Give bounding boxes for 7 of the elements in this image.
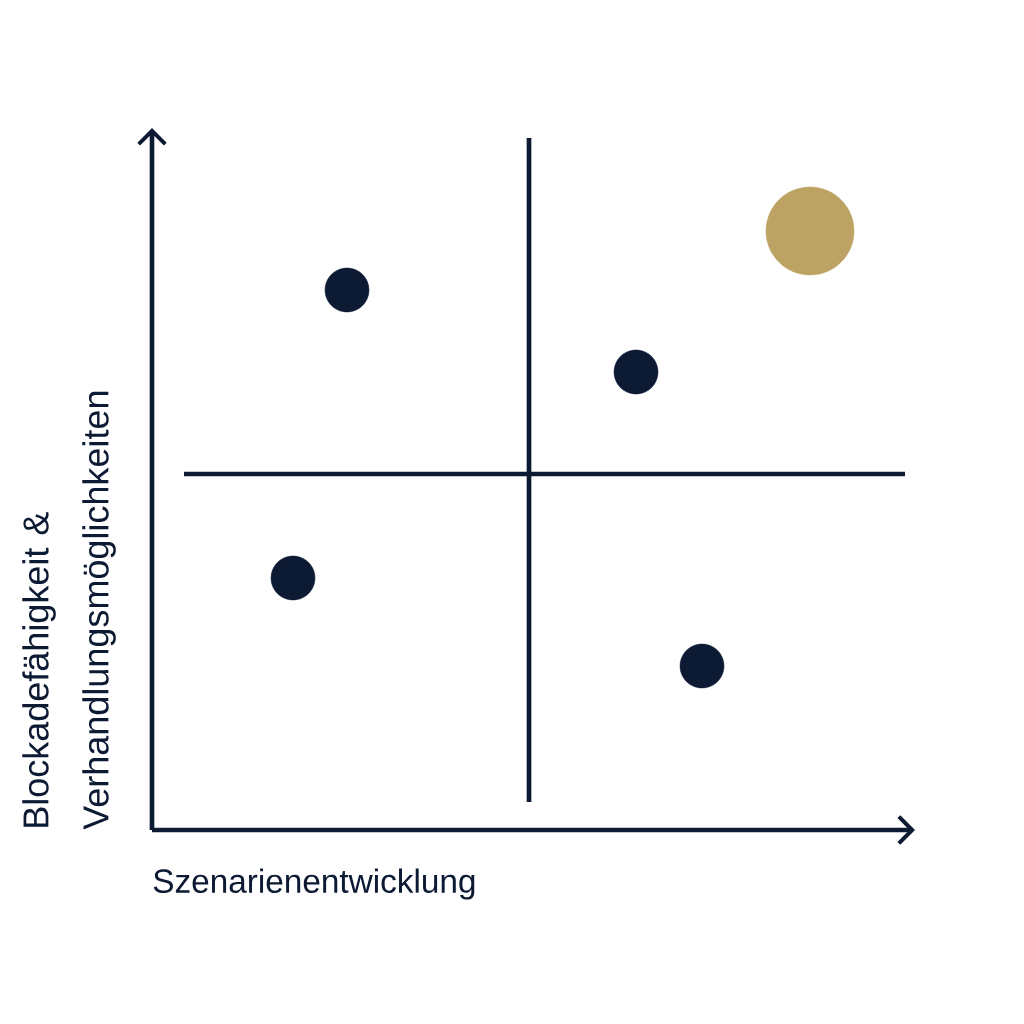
- axis-label: Szenarienentwicklung: [153, 868, 475, 900]
- scatter-dot: [613, 349, 659, 395]
- scatter-dot: [679, 643, 725, 689]
- scatter-dot: [324, 267, 370, 313]
- scatter-dot: [270, 555, 316, 601]
- scatter-dot: [765, 186, 855, 276]
- axis-label: Blockadefähigkeit & Verhandlungsmöglichkeiten: [22, 391, 116, 830]
